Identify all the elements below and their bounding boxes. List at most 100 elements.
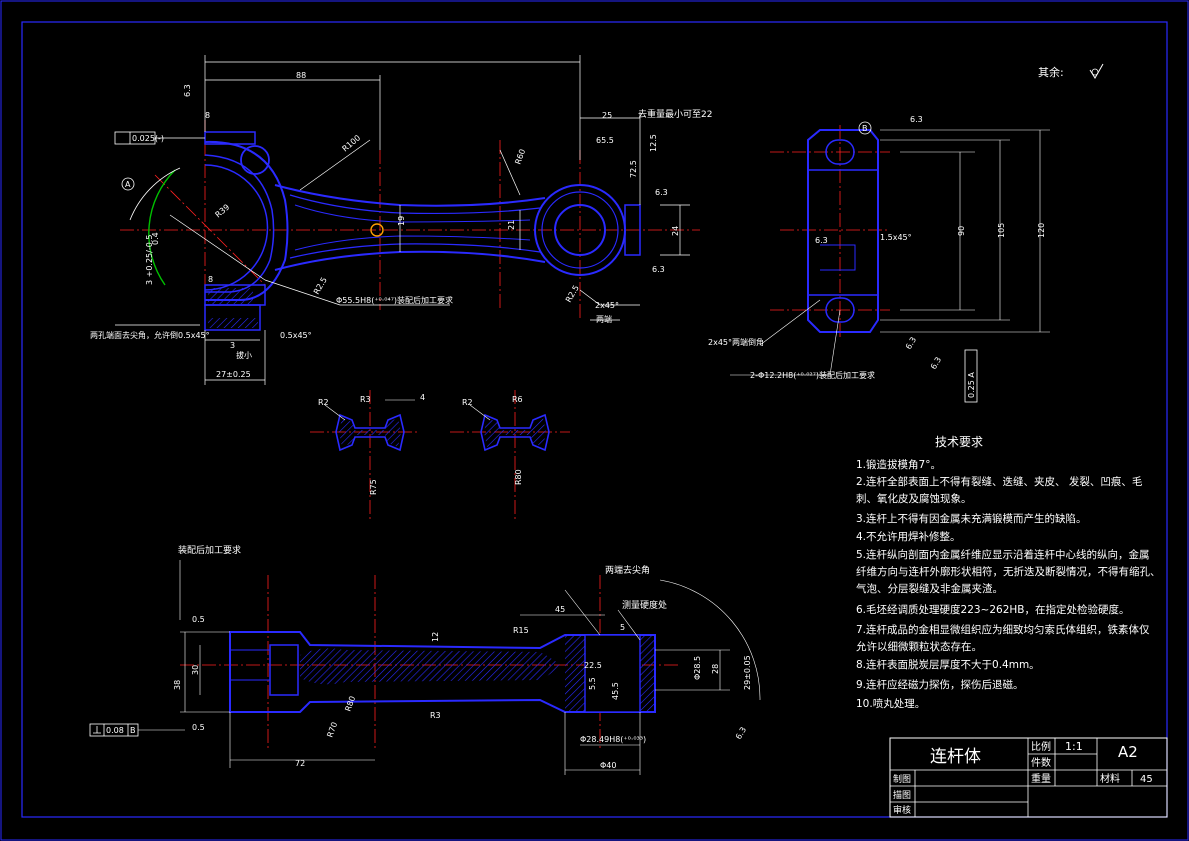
- dim-45-5: 45.5: [611, 682, 620, 700]
- dim-105: 105: [997, 223, 1006, 238]
- section-views: R2 R3 4 R75 R2 R6 R80: [310, 390, 570, 520]
- flatness-tolerance: 0.025(-): [132, 134, 164, 143]
- bottom-top-note: 装配后加工要求: [178, 544, 241, 556]
- row-label-trace: 描图: [893, 789, 911, 801]
- dim-28: 28: [711, 664, 720, 674]
- dim-6-3-a: 6.3: [655, 188, 668, 197]
- dim-r39: R39: [214, 203, 232, 220]
- tech-req-item: 3.连杆上不得有因金属未充满锻模而产生的缺陷。: [856, 512, 1087, 525]
- tech-req-item: 6.毛坯经调质处理硬度223~262HB，在指定处检验硬度。: [856, 603, 1130, 616]
- datum-a-balloon: A: [125, 180, 131, 189]
- dim-3: 3: [230, 341, 235, 350]
- sheet-size: A2: [1118, 743, 1138, 761]
- dim-r3: R3: [430, 711, 441, 720]
- surface-finish-note: 其余:: [1038, 63, 1104, 79]
- weight-adjust-arc: [148, 169, 176, 286]
- tech-req-item: 8.连杆表面脱炭层厚度不大于0.4mm。: [856, 658, 1040, 671]
- dim-phi40: Φ40: [600, 761, 616, 770]
- big-bore-note: Φ55.5H8(⁺⁰·⁰⁴⁷)装配后加工要求: [336, 295, 453, 305]
- dim-24: 24: [671, 226, 680, 236]
- sec-left-4: 4: [420, 393, 425, 402]
- tech-req-item: 7.连杆成品的金相显微组织应为细致均匀索氏体组织，铁素体仅: [856, 623, 1150, 636]
- small-end-label: 两端: [596, 314, 612, 324]
- row-label-draw: 制图: [893, 773, 911, 785]
- dim-45: 45: [555, 605, 565, 614]
- technical-requirements: 技术要求 1.锻造拔模角7°。 2.连杆全部表面上不得有裂缝、迭缝、夹皮、 发裂…: [856, 435, 1161, 710]
- dim-r100: R100: [341, 133, 363, 153]
- dim-r80: R80: [343, 695, 357, 713]
- tech-req-item: 10.喷丸处理。: [856, 697, 925, 710]
- dim-6-3-c: 6.3: [183, 84, 192, 97]
- perp-datum: B: [130, 726, 136, 735]
- dim-8: 8: [205, 111, 210, 120]
- sec-left-r2: R2: [318, 398, 329, 407]
- dim-6-3-f: 6.3: [904, 335, 918, 351]
- outer-border: [21, 21, 1168, 818]
- dim-0-5-b: 0.5: [192, 723, 205, 732]
- dim-r2-5-b: R2.5: [312, 276, 329, 296]
- dim-5-5: 5.5: [588, 677, 597, 690]
- hardness-note: 测量硬度处: [622, 599, 667, 611]
- side-view: 90 105 120 6.3 6.3 1.5x45° 6.3 6.3 2x45°…: [708, 115, 1050, 403]
- dim-6-3-e: 6.3: [815, 236, 828, 245]
- bottom-end-note: 两端去尖角: [605, 564, 650, 576]
- material-label: 材料: [1100, 772, 1120, 785]
- material-value: 45: [1140, 774, 1153, 785]
- tech-req-item: 1.锻造拔模角7°。: [856, 458, 941, 471]
- surface-finish-label: 其余:: [1038, 65, 1064, 79]
- dim-phi28-5: Φ28.5: [693, 656, 702, 680]
- title-block: 连杆体 比例 1:1 A2 件数 重量 材料 45 制图 描图 审核: [889, 737, 1168, 818]
- perp-tolerance: 0.08: [106, 726, 124, 735]
- dim-6-3-d: 6.3: [910, 115, 923, 124]
- side-label: 拔小: [236, 350, 252, 360]
- dim-8-b: 8: [208, 275, 213, 284]
- sec-right-r2: R2: [462, 398, 473, 407]
- row-label-review: 审核: [893, 804, 911, 816]
- sec-left-r75: R75: [369, 479, 378, 495]
- shaft-note: 29±0.05: [743, 655, 752, 690]
- scale-value: 1:1: [1065, 740, 1083, 753]
- dim-21: 21: [507, 220, 516, 230]
- tech-req-title: 技术要求: [935, 435, 983, 449]
- tech-req-item: 2.连杆全部表面上不得有裂缝、迭缝、夹皮、 发裂、凹痕、毛: [856, 475, 1143, 488]
- tech-req-item: 气泡、分层裂缝及非金属夹渣。: [856, 582, 1003, 595]
- bore-note: Φ28.49H8(⁺⁰·⁰³³): [580, 735, 646, 744]
- side-chamfer-note: 2x45°两端倒角: [708, 337, 764, 347]
- dim-90: 90: [957, 226, 966, 236]
- sec-right-r6: R6: [512, 395, 523, 404]
- dim-r70: R70: [325, 721, 339, 739]
- width-dim: 27±0.25: [216, 370, 251, 379]
- weight-dim-1: 3 +0.25/-0.5: [145, 235, 154, 285]
- dim-22-5: 22.5: [584, 661, 602, 670]
- tech-req-item: 4.不允许用焊补修整。: [856, 530, 961, 543]
- dim-25: 25: [602, 111, 612, 120]
- side-tolerance: 0.25 A: [967, 372, 976, 398]
- dim-2x45: 2x45°: [595, 301, 619, 310]
- chamfer-note: 0.5x45°: [280, 331, 312, 340]
- dim-r15: R15: [513, 626, 529, 635]
- dim-r2-5-a: R2.5: [564, 284, 581, 304]
- dim-65-5: 65.5: [596, 136, 614, 145]
- part-name: 连杆体: [930, 747, 981, 767]
- bottom-view: 装配后加工要求 两端去尖角 测量硬度处 0.5 0.5 38 30 72 R70…: [89, 544, 761, 775]
- weight-label: 重量: [1031, 772, 1051, 785]
- dim-72: 72: [295, 759, 305, 768]
- dim-5: 5: [620, 623, 625, 632]
- quantity-label: 件数: [1031, 756, 1051, 769]
- dim-38: 38: [173, 680, 182, 690]
- side-hole-note: 2-Φ12.2H8(⁺⁰·⁰²⁷)装配后加工要求: [750, 370, 875, 380]
- dim-6-3-h: 6.3: [734, 725, 748, 741]
- tech-req-item: 纤维方向与连杆外廓形状相符，无折迭及断裂情况，不得有缩孔、: [856, 565, 1161, 578]
- sec-right-r80: R80: [514, 469, 523, 485]
- sec-left-r3: R3: [360, 395, 371, 404]
- dim-30: 30: [191, 665, 200, 675]
- dim-1-5x45: 1.5x45°: [880, 233, 912, 242]
- dim-0-5-a: 0.5: [192, 615, 205, 624]
- dim-12: 12: [431, 632, 440, 642]
- dim-6-3-b: 6.3: [652, 265, 665, 274]
- perpendicular-icon: [93, 726, 101, 734]
- tech-req-item: 允许以细微颗粒状态存在。: [856, 640, 982, 653]
- dim-88: 88: [296, 71, 306, 80]
